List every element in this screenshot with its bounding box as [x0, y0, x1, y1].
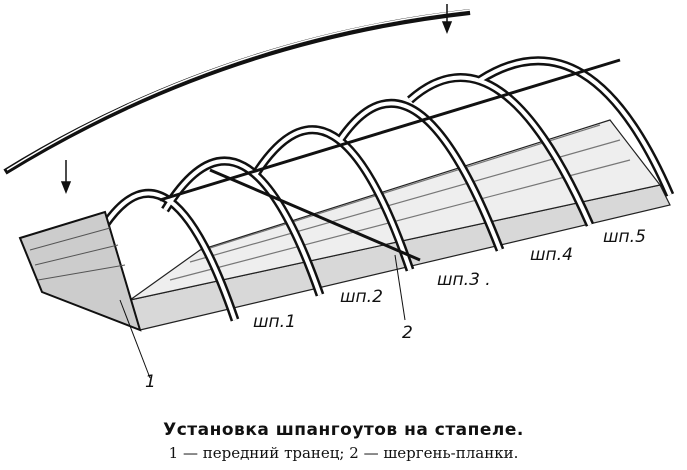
bent-plank — [3, 9, 471, 175]
arrow-icon — [60, 160, 72, 195]
leader-line — [119, 299, 151, 379]
bottom-planks — [129, 119, 671, 331]
frame-label-3: шп.3 . — [437, 270, 491, 290]
leader-line — [394, 254, 406, 321]
arrow-icon — [441, 4, 453, 35]
frame-label-2: шп.2 — [340, 287, 383, 307]
callout-2: 2 — [402, 323, 413, 343]
bent-plank-highlight — [6, 9, 471, 171]
callout-1: 1 — [145, 372, 156, 392]
figure-legend: 1 — передний транец; 2 — шергень-планки. — [168, 444, 519, 462]
transom-planking — [29, 227, 126, 281]
frame-label-1: шп.1 — [253, 312, 296, 332]
frame-label-5: шп.5 — [603, 227, 646, 247]
front-transom — [18, 210, 142, 332]
figure-title: Установка шпангоутов на стапеле. — [163, 420, 524, 440]
frame-label-4: шп.4 — [530, 245, 573, 265]
battens — [159, 58, 621, 262]
frames-inner — [103, 58, 672, 321]
